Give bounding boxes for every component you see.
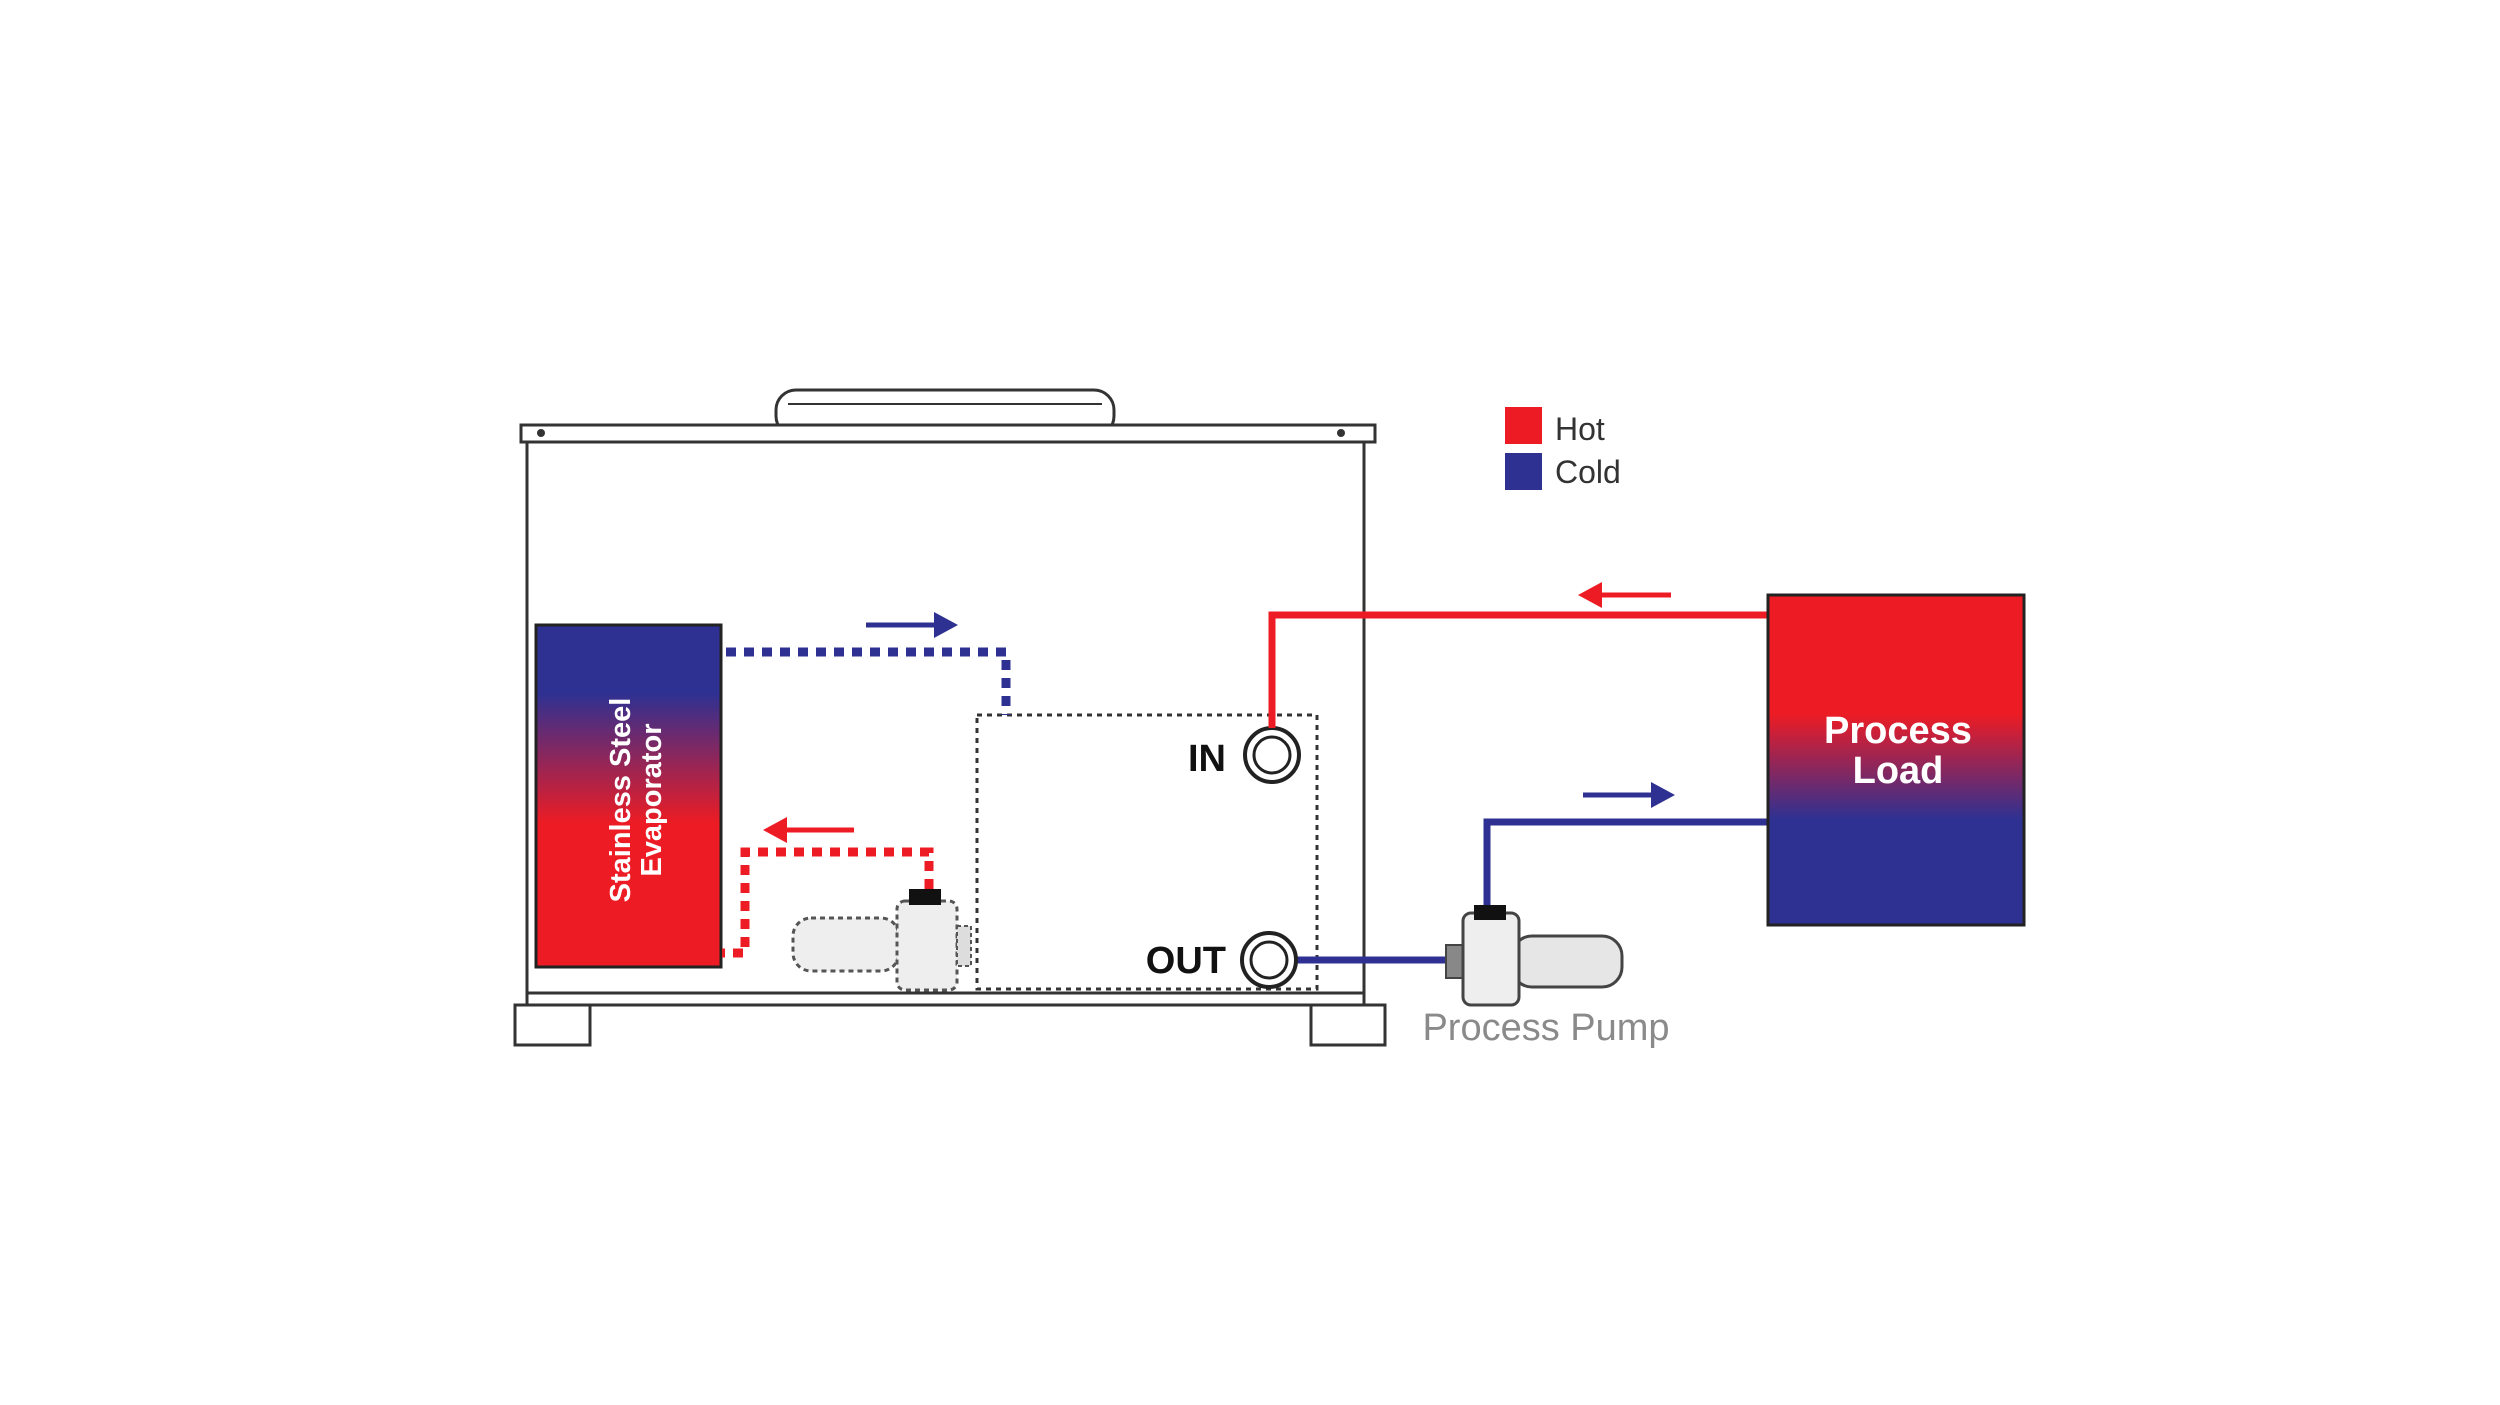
internal-cold-line: [726, 647, 1011, 715]
legend-label-hot: Hot: [1555, 411, 1605, 447]
process-load-label-line-2: Load: [1853, 750, 1944, 792]
flow-arrow-left-icon: [763, 817, 854, 843]
flow-arrow-right-icon: [866, 612, 958, 638]
internal-hot-line: [722, 847, 934, 958]
internal-pump-head: [895, 899, 959, 992]
legend: Hot Cold: [1505, 407, 1621, 490]
process-pump-label: Process Pump: [1422, 1007, 1669, 1049]
internal-pump-connector: [956, 925, 972, 967]
process-load-box: [1766, 593, 2026, 927]
flow-arrow-right-icon: [1583, 782, 1675, 808]
legend-swatch-hot: [1505, 407, 1542, 444]
reservoir-tank: [975, 713, 1319, 991]
in-port-label: IN: [1188, 738, 1226, 780]
cold-supply-line: [1296, 818, 1768, 964]
internal-pump-cap: [909, 889, 941, 905]
lid-screw: [537, 429, 545, 437]
chiller-base: [525, 991, 1366, 1007]
evaporator: Stainless Steel Evaporator: [534, 623, 723, 969]
legend-swatch-cold: [1505, 453, 1542, 490]
process-pump-cap: [1474, 905, 1506, 920]
process-pump-icon: [1445, 905, 1624, 1007]
process-load-label-line-1: Process: [1824, 710, 1972, 752]
legend-label-cold: Cold: [1555, 454, 1621, 490]
out-port-label: OUT: [1146, 940, 1226, 982]
out-port-icon: [1240, 931, 1298, 989]
process-pump-connector: [1445, 944, 1465, 979]
in-port-icon: [1243, 726, 1301, 784]
internal-pump: [791, 889, 972, 992]
lid-screw: [1337, 429, 1345, 437]
process-pump-head: [1461, 911, 1521, 1007]
evaporator-label-line-1: Stainless Steel: [605, 698, 637, 903]
evaporator-label-line-2: Evaporator: [636, 723, 668, 876]
process-pump-motor: [1510, 934, 1624, 989]
chiller-lid: [519, 423, 1377, 444]
hot-return-line: [1268, 611, 1768, 728]
evaporator-box: [534, 623, 723, 969]
flow-arrow-left-icon: [1578, 582, 1671, 608]
internal-pump-motor: [791, 916, 901, 973]
process-load: Process Load: [1766, 593, 2026, 927]
chiller-foot-right: [1309, 1003, 1387, 1047]
chiller-foot-left: [513, 1003, 592, 1047]
